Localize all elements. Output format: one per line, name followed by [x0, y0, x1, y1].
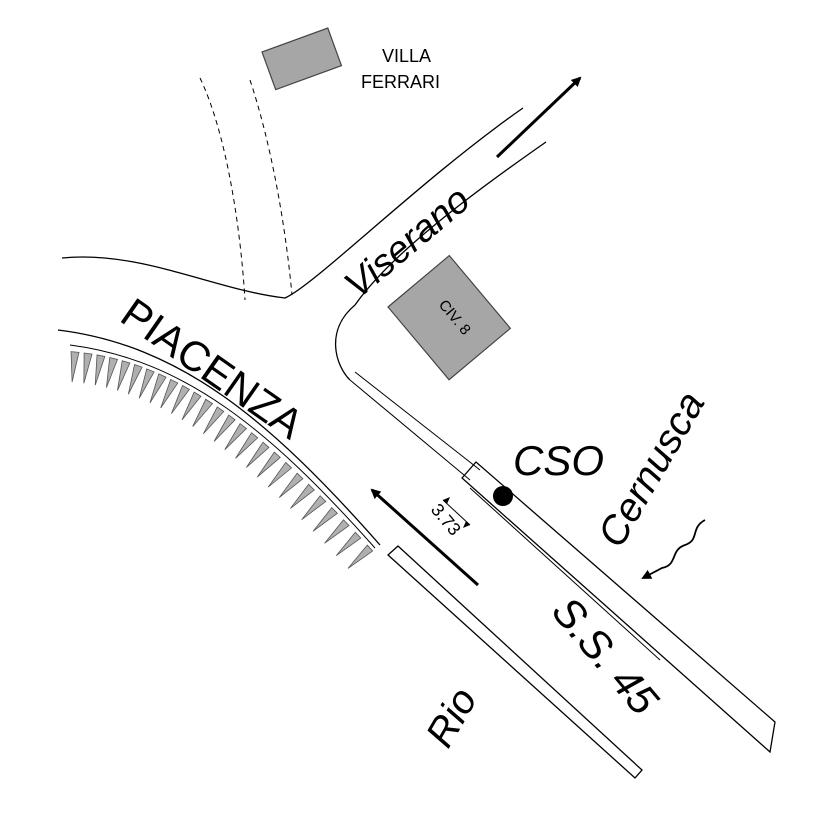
- villa-ferrari-label-line1: VILLA: [382, 46, 431, 66]
- ss45-road: [461, 461, 776, 754]
- hatch-tick: [246, 441, 270, 468]
- cernusca-label: Cernusca: [590, 384, 714, 554]
- villa-ferrari-label-line2: FERRARI: [361, 72, 440, 92]
- hatch-tick: [83, 352, 93, 384]
- hatch-tick: [203, 406, 225, 435]
- dashed-track: [199, 77, 293, 301]
- hatch-tick: [235, 432, 259, 459]
- viserano-road: [61, 107, 547, 381]
- cso-label: CSO: [513, 437, 604, 484]
- hatch-tick: [267, 461, 293, 488]
- hatch-tick: [70, 351, 80, 382]
- hatch-tick: [117, 360, 131, 391]
- arrow-viserano-icon: [495, 76, 582, 159]
- hatch-tick: [347, 544, 374, 569]
- hatch-tick: [213, 414, 236, 442]
- hatch-tick: [192, 398, 214, 427]
- villa-ferrari-building: [261, 27, 343, 91]
- hatch-tick: [127, 364, 143, 395]
- civ8-building: [387, 254, 512, 381]
- hatch-tick: [312, 507, 338, 532]
- inner-road-edge-2: [354, 371, 481, 471]
- hatch-tick: [301, 495, 327, 521]
- cso-point-icon: [493, 486, 513, 506]
- hatch-tick: [160, 378, 179, 409]
- inner-road-edge: [349, 379, 471, 481]
- piacenza-road-edge: [57, 329, 381, 546]
- ss45-label: S.S. 45: [543, 588, 668, 724]
- hatch-tick: [138, 368, 155, 399]
- hatch-tick: [181, 391, 202, 421]
- hatch-tick: [170, 384, 191, 414]
- hatch-tick: [256, 451, 281, 478]
- rio-label: Rio: [418, 681, 486, 755]
- hatch-tick: [94, 354, 106, 386]
- distance-label: 3.73: [427, 500, 465, 540]
- hatch-tick: [106, 357, 119, 388]
- distance-marker: [442, 497, 471, 528]
- arrow-piacenza-icon: [370, 488, 480, 587]
- hatch-tick: [278, 472, 304, 498]
- hatch-tick: [324, 519, 350, 544]
- arrow-cernusca-icon: [641, 519, 706, 579]
- embankment-hatching-icon: [70, 351, 374, 569]
- rio-channel: [387, 545, 643, 779]
- hatch-tick: [149, 373, 167, 404]
- hatch-tick: [335, 531, 362, 557]
- hatch-tick: [224, 423, 248, 450]
- piacenza-road-edge-inner: [69, 344, 376, 549]
- hatch-tick: [290, 483, 315, 509]
